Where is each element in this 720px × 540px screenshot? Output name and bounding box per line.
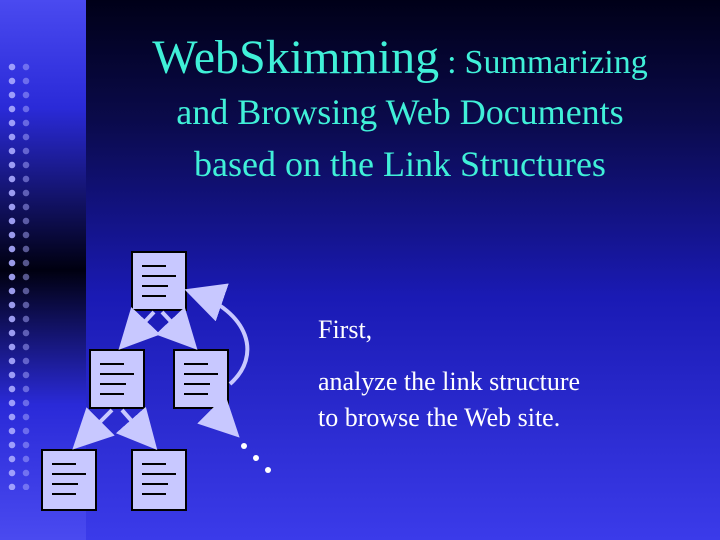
bullet-line1: analyze the link structure bbox=[318, 367, 581, 396]
title-separator: : bbox=[447, 44, 457, 81]
link-arrow-mid-to-bottom-left bbox=[72, 407, 115, 450]
document-icon-bottom-left bbox=[41, 449, 97, 511]
ellipsis-dots-icon bbox=[241, 443, 271, 473]
decorative-dot-column-faint bbox=[19, 60, 33, 490]
document-icon-bottom-right bbox=[131, 449, 187, 511]
link-arrow-back-to-root bbox=[184, 283, 250, 386]
title-line1-rest: Summarizing bbox=[464, 44, 648, 81]
link-arrow-mid-to-bottom-right bbox=[115, 406, 158, 450]
slide-title: WebSkimming : Summarizing and Browsing W… bbox=[90, 30, 710, 190]
decorative-dot-column bbox=[5, 60, 19, 490]
document-icon-root bbox=[131, 251, 187, 311]
document-icon-mid-left bbox=[89, 349, 145, 409]
bullet-first: First, bbox=[318, 315, 373, 344]
bullet-line2: to browse the Web site. bbox=[318, 403, 561, 432]
document-icon-mid-right bbox=[173, 349, 229, 409]
link-arrow-root-to-mid-left bbox=[118, 306, 161, 350]
link-arrow-mid-right-outward bbox=[197, 395, 240, 438]
title-line2: and Browsing Web Documents bbox=[176, 92, 624, 132]
link-arrow-root-to-mid-right bbox=[155, 306, 198, 350]
title-line3: based on the Link Structures bbox=[194, 144, 606, 184]
title-main: WebSkimming bbox=[152, 31, 440, 84]
bullet-gap bbox=[318, 348, 708, 364]
slide-bullets: First, analyze the link structure to bro… bbox=[318, 312, 708, 436]
